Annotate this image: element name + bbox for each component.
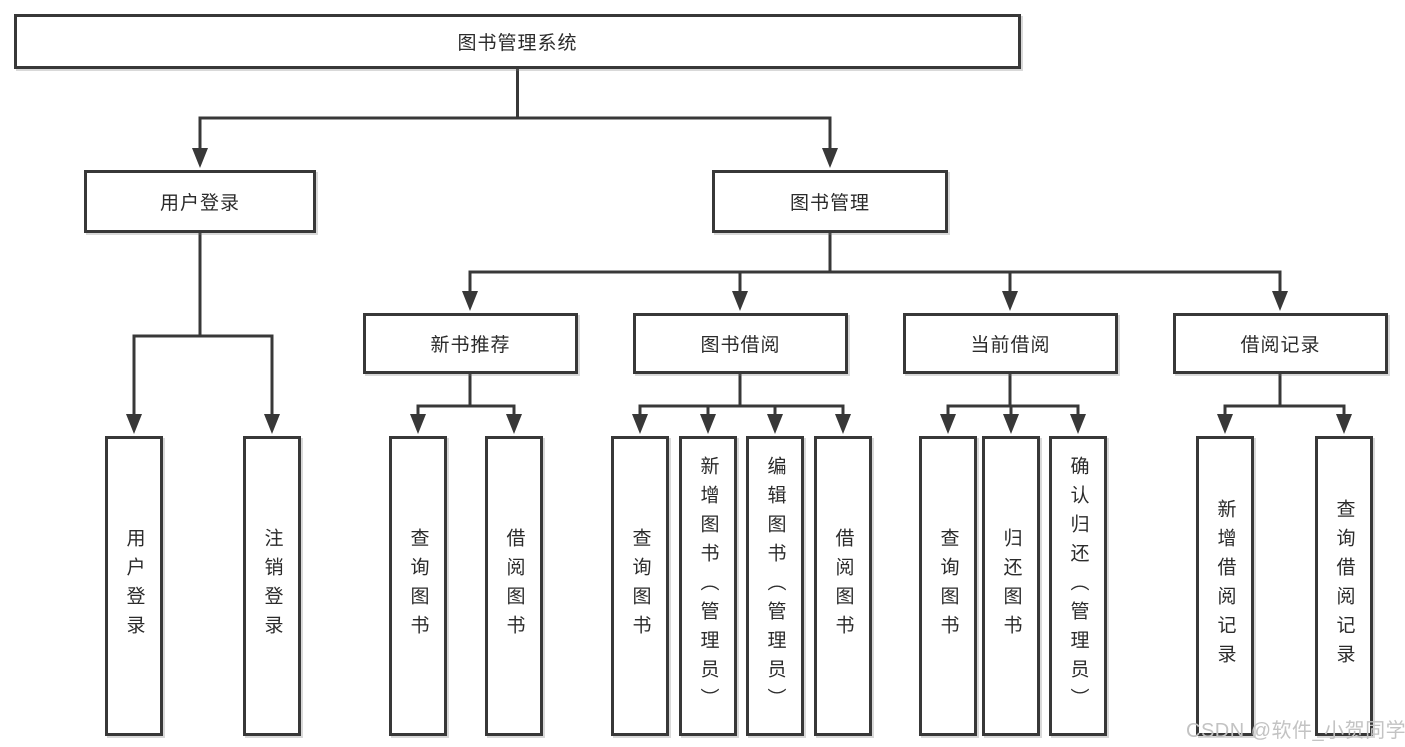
leaf-query-books-borrow: 查询图书 [611, 436, 669, 736]
node-book-borrow: 图书借阅 [633, 313, 848, 374]
leaf-logout: 注销登录 [243, 436, 301, 736]
leaf-query-books-current: 查询图书 [919, 436, 977, 736]
leaf-borrow-books-recommend: 借阅图书 [485, 436, 543, 736]
node-library-system: 图书管理系统 [14, 14, 1021, 69]
leaf-return-book: 归还图书 [982, 436, 1040, 736]
node-new-book-recommend: 新书推荐 [363, 313, 578, 374]
watermark: CSDN @软件_小贺同学 [1186, 720, 1405, 742]
leaf-borrow-books: 借阅图书 [814, 436, 872, 736]
leaf-query-borrow-record: 查询借阅记录 [1315, 436, 1373, 736]
leaf-edit-book-admin: 编辑图书（管理员） [746, 436, 804, 736]
node-user-login: 用户登录 [84, 170, 316, 233]
leaf-query-books-recommend: 查询图书 [389, 436, 447, 736]
leaf-add-borrow-record: 新增借阅记录 [1196, 436, 1254, 736]
leaf-confirm-return-admin: 确认归还（管理员） [1049, 436, 1107, 736]
node-current-borrow: 当前借阅 [903, 313, 1118, 374]
node-book-management: 图书管理 [712, 170, 948, 233]
leaf-add-book-admin: 新增图书（管理员） [679, 436, 737, 736]
leaf-user-login: 用户登录 [105, 436, 163, 736]
node-borrow-records: 借阅记录 [1173, 313, 1388, 374]
